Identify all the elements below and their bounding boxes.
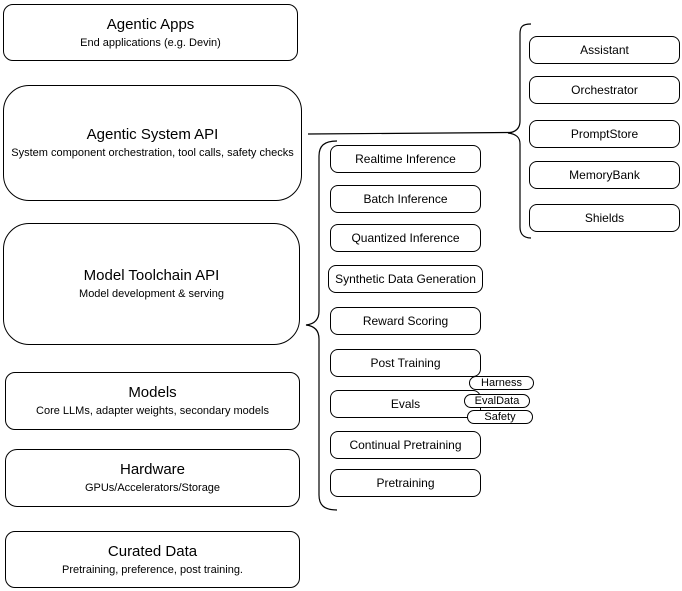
node-subtitle: End applications (e.g. Devin) xyxy=(80,36,221,49)
node-shields: Shields xyxy=(529,204,680,232)
node-quantized-inference: Quantized Inference xyxy=(330,224,481,252)
node-continual-pretraining: Continual Pretraining xyxy=(330,431,481,459)
node-orchestrator: Orchestrator xyxy=(529,76,680,104)
node-title: Agentic Apps xyxy=(106,15,195,33)
node-pretraining: Pretraining xyxy=(330,469,481,497)
node-batch-inference: Batch Inference xyxy=(330,185,481,213)
node-subtitle: Model development & serving xyxy=(79,288,224,300)
node-agentic-system-api: Agentic System API System component orch… xyxy=(3,85,302,201)
node-post-training: Post Training xyxy=(330,349,481,377)
node-models: Models Core LLMs, adapter weights, secon… xyxy=(5,372,300,430)
node-subtitle: Pretraining, preference, post training. xyxy=(62,563,243,576)
node-promptstore: PromptStore xyxy=(529,120,680,148)
tag-harness: Harness xyxy=(469,376,534,390)
system-api-connector-line xyxy=(307,131,513,135)
tag-evaldata: EvalData xyxy=(464,394,530,408)
node-title: Agentic System API xyxy=(86,126,219,143)
node-title: Curated Data xyxy=(107,542,198,560)
node-agentic-apps: Agentic Apps End applications (e.g. Devi… xyxy=(3,4,298,61)
node-reward-scoring: Reward Scoring xyxy=(330,307,481,335)
node-title: Hardware xyxy=(119,461,186,478)
node-curated-data: Curated Data Pretraining, preference, po… xyxy=(5,531,300,588)
node-synthetic-data-generation: Synthetic Data Generation xyxy=(328,265,483,293)
node-evals: Evals xyxy=(330,390,481,418)
node-hardware: Hardware GPUs/Accelerators/Storage xyxy=(5,449,300,507)
tag-safety: Safety xyxy=(467,410,533,424)
node-title: Model Toolchain API xyxy=(83,267,220,284)
node-subtitle: System component orchestration, tool cal… xyxy=(11,147,294,159)
node-subtitle: Core LLMs, adapter weights, secondary mo… xyxy=(36,405,269,417)
node-title: Models xyxy=(128,384,177,401)
system-brace xyxy=(507,23,532,239)
node-model-toolchain-api: Model Toolchain API Model development & … xyxy=(3,223,300,345)
node-assistant: Assistant xyxy=(529,36,680,64)
node-subtitle: GPUs/Accelerators/Storage xyxy=(84,482,221,494)
node-realtime-inference: Realtime Inference xyxy=(330,145,481,173)
node-memorybank: MemoryBank xyxy=(529,161,680,189)
